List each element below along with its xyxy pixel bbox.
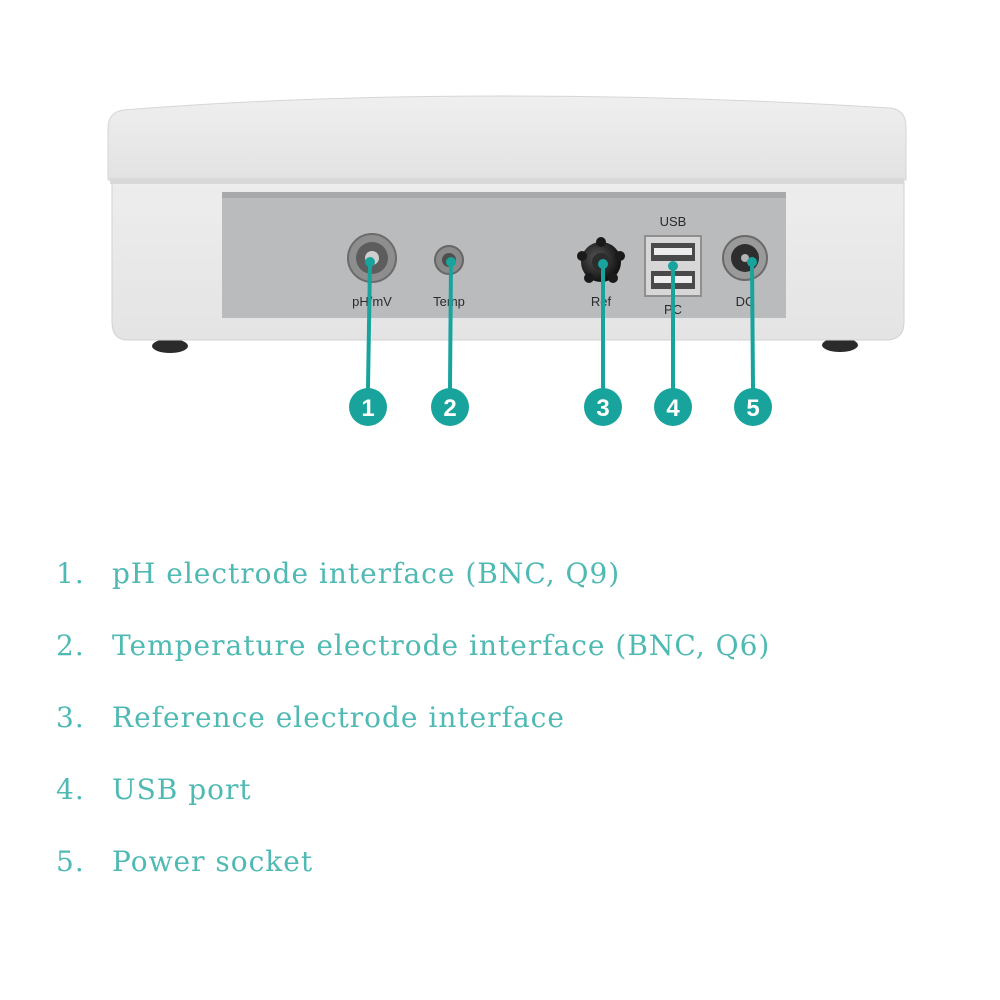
right-foot — [822, 338, 858, 352]
callout-4: 4 — [654, 388, 692, 426]
legend-number: 5. — [56, 845, 85, 878]
legend-item: 1. pH electrode interface (BNC, Q9) — [56, 552, 770, 624]
callout-dot-2 — [446, 257, 456, 267]
svg-text:3: 3 — [596, 395, 609, 422]
legend-number: 4. — [56, 773, 85, 806]
legend-number: 1. — [56, 557, 85, 590]
legend-text: Temperature electrode interface (BNC, Q6… — [112, 629, 771, 662]
legend-text: Reference electrode interface — [112, 701, 565, 734]
svg-text:2: 2 — [443, 395, 456, 422]
lid-seam — [110, 178, 904, 184]
legend-text: USB port — [112, 773, 252, 806]
legend-item: 3. Reference electrode interface — [56, 696, 770, 768]
callout-1: 1 — [349, 388, 387, 426]
ph-bnc-connector — [347, 233, 397, 283]
legend-item: 4. USB port — [56, 768, 770, 840]
legend-number: 3. — [56, 701, 85, 734]
svg-text:5: 5 — [746, 395, 759, 422]
legend-text: pH electrode interface (BNC, Q9) — [112, 557, 621, 590]
callout-line-2 — [448, 260, 453, 390]
svg-text:1: 1 — [361, 395, 374, 422]
left-foot — [152, 339, 188, 353]
port-label-dc: DC — [736, 294, 755, 309]
port-label-ph: pH/mV — [352, 294, 392, 309]
legend-number: 2. — [56, 629, 85, 662]
callout-dot-5 — [747, 257, 757, 267]
device-lid — [107, 95, 907, 181]
callout-2: 2 — [431, 388, 469, 426]
svg-text:4: 4 — [666, 395, 680, 422]
callout-dot-1 — [365, 257, 375, 267]
port-legend: 1. pH electrode interface (BNC, Q9) 2. Tem… — [56, 552, 770, 912]
callout-dot-4 — [668, 261, 678, 271]
legend-item: 5. Power socket — [56, 840, 770, 912]
callout-line-5 — [750, 260, 755, 390]
dc-power-jack — [722, 235, 768, 281]
rear-panel-shadow — [222, 192, 786, 198]
callout-line-1 — [366, 260, 372, 390]
device-rear-view: pH/mV Temp Ref USB PC DC — [107, 95, 907, 426]
legend-item: 2. Temperature electrode interface (BNC, … — [56, 624, 770, 696]
legend-text: Power socket — [112, 845, 314, 878]
callout-dot-3 — [598, 259, 608, 269]
port-label-usb: USB — [660, 214, 687, 229]
callout-5: 5 — [734, 388, 772, 426]
callout-3: 3 — [584, 388, 622, 426]
